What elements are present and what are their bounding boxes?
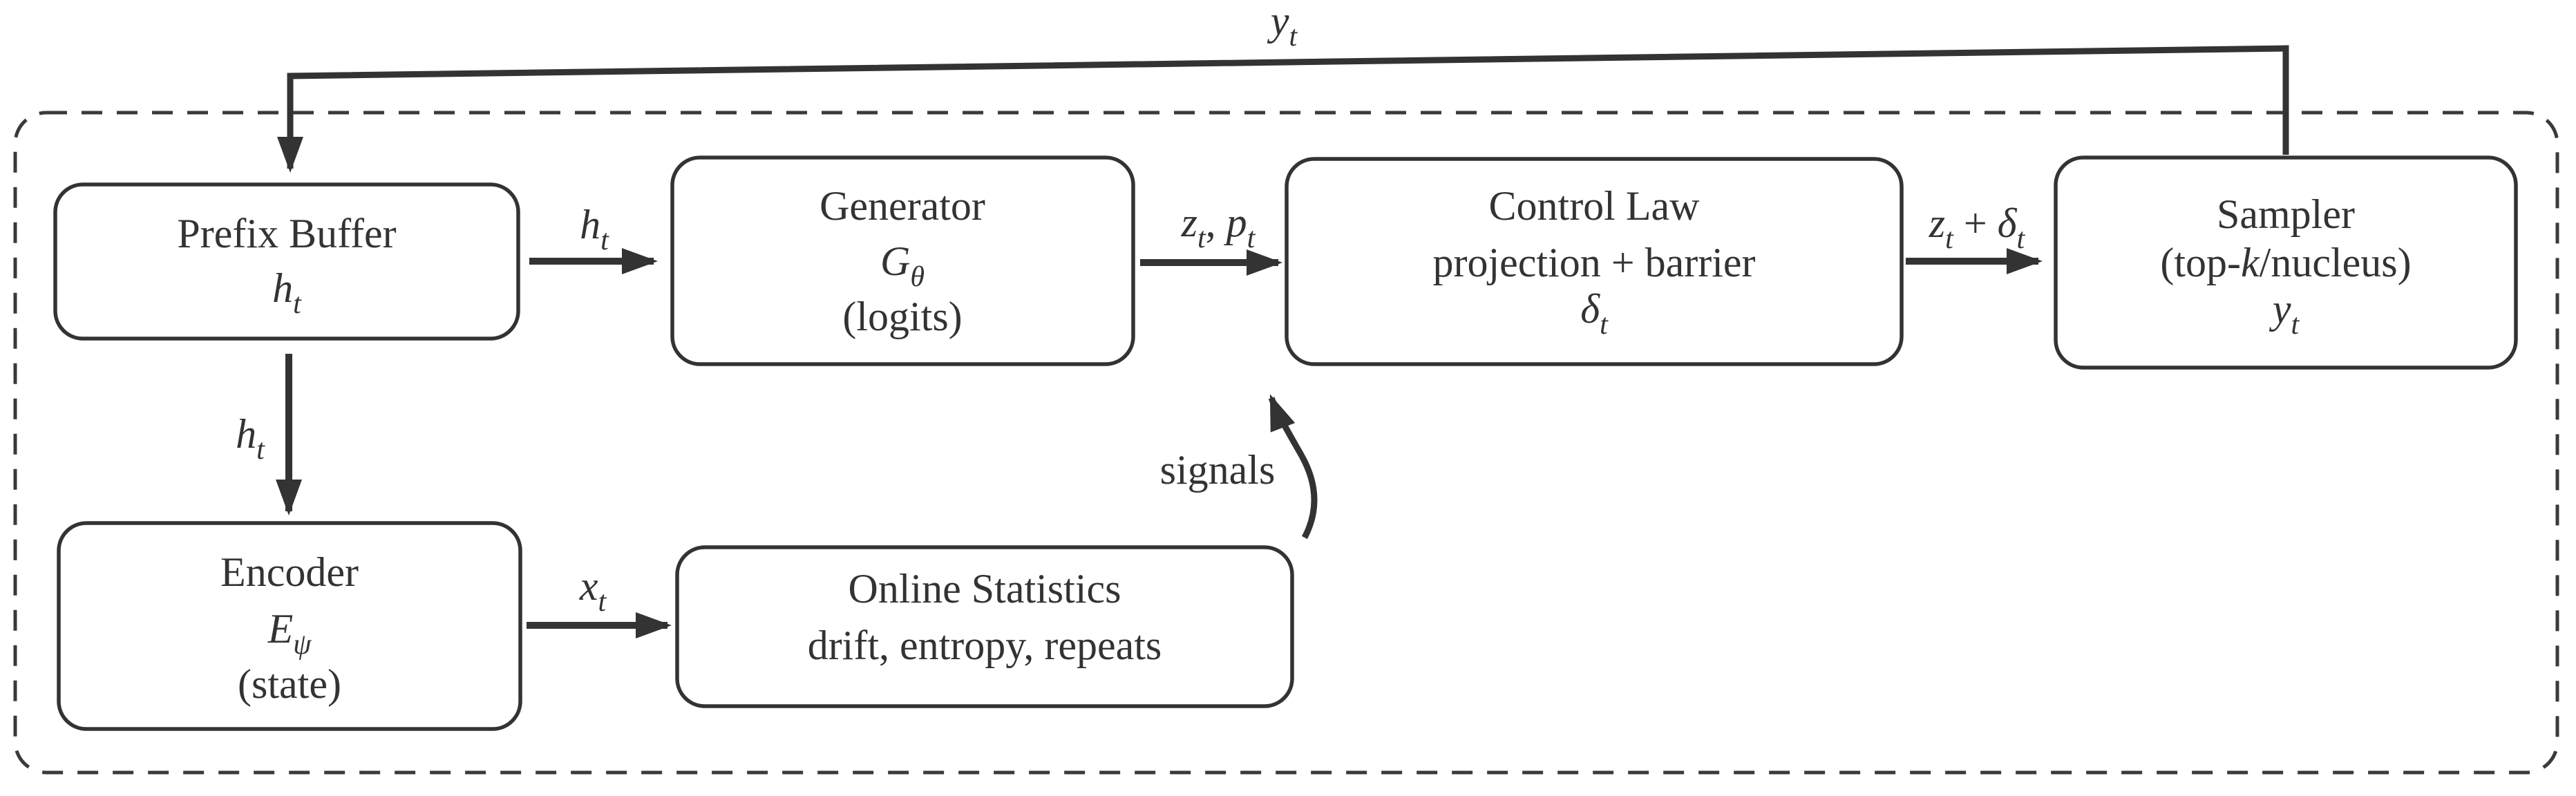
encoder-title: Encoder	[220, 549, 359, 595]
generator-rect	[670, 155, 1135, 366]
box-control-law: Control Law projection + barrier δt	[1285, 157, 1904, 366]
online-statistics-detail: drift, entropy, repeats	[808, 623, 1162, 668]
control-law-rect	[1285, 157, 1904, 366]
online-statistics-title: Online Statistics	[849, 566, 1121, 612]
control-law-title: Control Law	[1489, 183, 1701, 229]
box-prefix-buffer: Prefix Buffer ht	[53, 182, 520, 341]
label-zt-plus-deltat: zt + δt	[1929, 200, 2026, 255]
label-zt-pt: zt, pt	[1181, 200, 1256, 254]
generator-note: (logits)	[842, 294, 962, 339]
prefix-buffer-title: Prefix Buffer	[177, 211, 396, 256]
sampler-rect	[2054, 155, 2518, 370]
label-ht-prefix-to-generator: ht	[580, 202, 609, 256]
encoder-rect	[57, 521, 522, 731]
online-statistics-rect	[675, 545, 1294, 708]
box-sampler: Sampler (top-k/nucleus) yt	[2054, 155, 2518, 370]
sampler-title: Sampler	[2217, 191, 2355, 237]
generator-var: Gθ	[880, 238, 925, 293]
encoder-note: (state)	[238, 661, 341, 707]
arrow-statistics-to-control	[1268, 394, 1318, 540]
control-law-method: projection + barrier	[1433, 240, 1756, 285]
box-online-statistics: Online Statistics drift, entropy, repeat…	[675, 545, 1294, 708]
sampler-var: yt	[2269, 286, 2300, 341]
system-boundary-dashed-border	[13, 111, 2559, 775]
prefix-buffer-var: ht	[272, 265, 302, 320]
label-signals: signals	[1160, 447, 1276, 493]
feedback-edge	[277, 45, 2289, 173]
box-generator: Generator Gθ (logits)	[670, 155, 1135, 366]
encoder-var: Eψ	[267, 606, 312, 661]
feedback-label-yt: yt	[1267, 0, 1298, 53]
box-encoder: Encoder Eψ (state)	[57, 521, 522, 731]
prefix-buffer-rect	[53, 182, 520, 341]
label-ht-prefix-to-encoder: ht	[236, 411, 265, 466]
control-law-var: δt	[1580, 286, 1609, 341]
label-xt: xt	[579, 563, 607, 618]
sampler-note: (top-k/nucleus)	[2160, 240, 2411, 285]
generator-title: Generator	[820, 183, 985, 229]
